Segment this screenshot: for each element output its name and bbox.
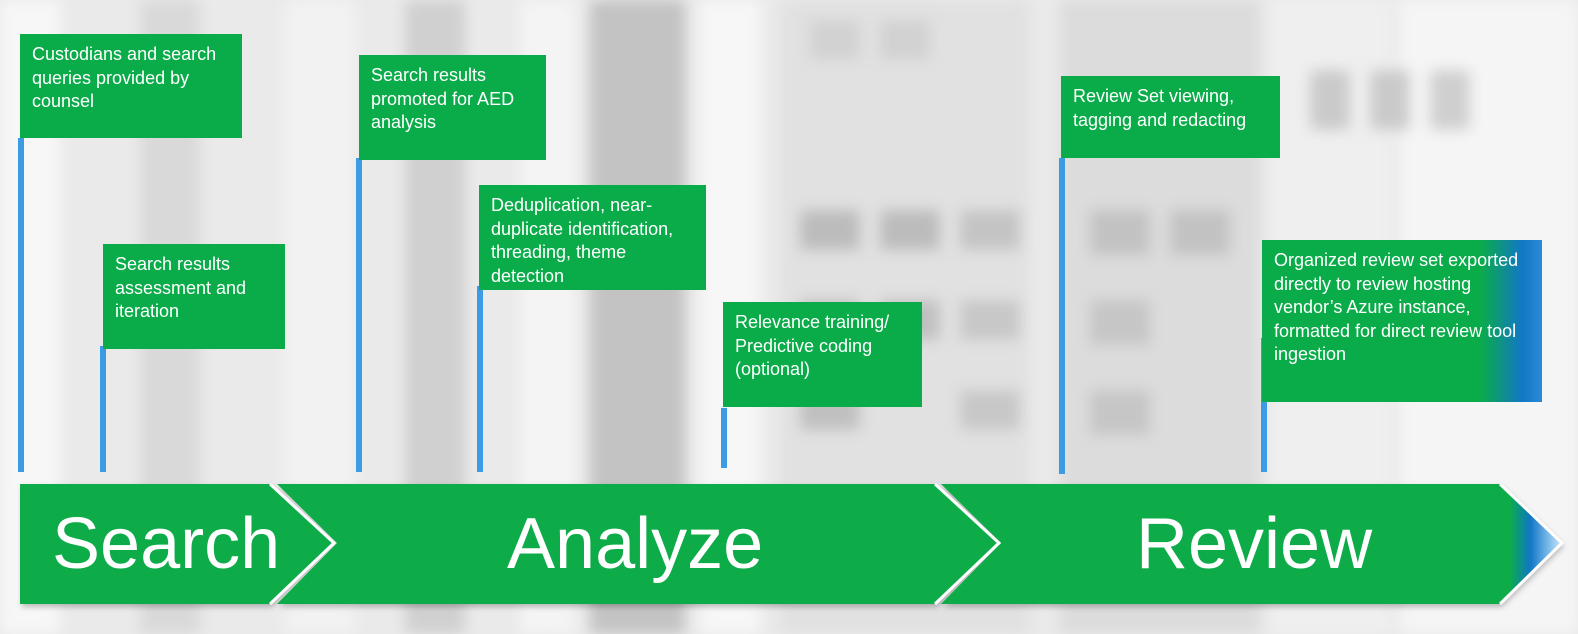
flag-pole-3	[356, 158, 362, 472]
flag-relevance-training: Relevance training/ Predictive coding (o…	[723, 302, 922, 407]
chevron-search	[20, 484, 334, 604]
chevron-analyze	[277, 484, 999, 604]
flag-pole-5	[721, 408, 727, 468]
flag-search-promoted: Search results promoted for AED analysis	[359, 55, 546, 160]
flag-pole-2	[100, 346, 106, 472]
flag-search-assessment: Search results assessment and iteration	[103, 244, 285, 349]
chevron-review-fade	[1300, 484, 1562, 604]
flag-pole-6	[1059, 158, 1065, 474]
flag-pole-1	[18, 138, 24, 472]
phase-label-search: Search	[52, 504, 281, 584]
flag-pole-7	[1261, 338, 1267, 472]
flag-organized-export: Organized review set exported directly t…	[1262, 240, 1542, 402]
flag-pole-4	[477, 286, 483, 472]
phase-label-analyze: Analyze	[507, 504, 764, 584]
flag-deduplication: Deduplication, near-duplicate identifica…	[479, 185, 706, 290]
phase-label-review: Review	[1136, 504, 1373, 584]
flag-custodians: Custodians and search queries provided b…	[20, 34, 242, 138]
flag-review-set: Review Set viewing, tagging and redactin…	[1061, 76, 1280, 158]
